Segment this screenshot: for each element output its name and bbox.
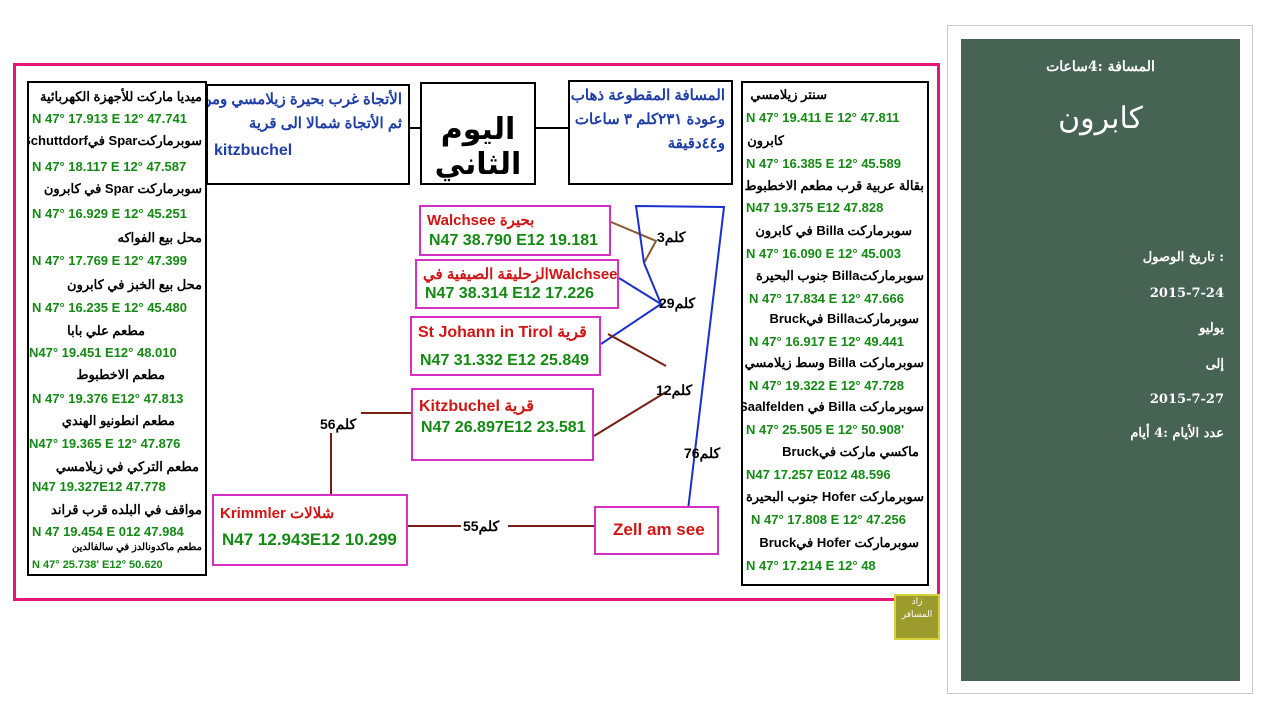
list-item-coord: N 47° 16.090 E 12° 45.003 — [746, 246, 901, 261]
list-item-coord: N 47° 17.808 E 12° 47.256 — [751, 512, 906, 527]
list-item-coord: N 47° 19.411 E 12° 47.811 — [746, 110, 900, 125]
trip-distance-line-1: المسافة المقطوعة ذهاب — [570, 87, 725, 104]
list-item-coord: N 47° 17.834 E 12° 47.666 — [749, 291, 904, 306]
site-logo: زاد المسافر — [894, 594, 940, 640]
list-item-name: سوبرماركت Hofer فيBruck — [759, 535, 919, 550]
route-destination: kitzbuchel — [214, 142, 293, 159]
place-name: Kitzbuchel قرية — [419, 398, 534, 415]
place-kitzbuchel: Kitzbuchel قرية N47 26.897E12 23.581 — [411, 388, 594, 461]
route-lines — [330, 127, 726, 527]
list-item-name: سوبرماركتSpar فيSchuttdorf — [27, 133, 202, 148]
place-coord: N47 38.790 E12 19.181 — [429, 232, 599, 249]
list-item-name: محل بيع الفواكه — [117, 230, 202, 245]
distance-label: 56كلم — [320, 416, 357, 432]
departure-date: 2015-7-27 — [1149, 392, 1224, 407]
trip-distance-line-3: و٤٤دقيقة — [667, 135, 725, 152]
list-item-coord: N 47° 17.913 E 12° 47.741 — [32, 111, 187, 126]
list-item-coord: N 47° 16.385 E 12° 45.589 — [746, 156, 901, 171]
list-item-name: سنتر زيلامسي — [750, 87, 827, 102]
list-item-name: سوبرماركت Hofer جنوب البحيرة — [745, 489, 924, 504]
list-item-coord: N 47° 17.214 E 12° 48 — [746, 558, 876, 573]
line-walchsee-3km — [610, 221, 658, 264]
place-coord: N47 31.332 E12 25.849 — [420, 352, 590, 369]
list-item-name: مطعم التركي في زيلامسي — [55, 459, 199, 474]
list-item-name: سوبرماركت Spar في كابرون — [43, 181, 202, 196]
days-count: عدد الأيام :4 أيام — [1130, 426, 1224, 441]
day-title: اليوم الثاني — [434, 112, 522, 182]
line-zell-76km — [634, 204, 726, 511]
place-name: الزحليقة الصيفية فيWalchsee — [423, 266, 618, 283]
list-item-name: سوبرماركت Billa في كابرون — [755, 223, 912, 238]
list-item-coord: N 47° 25.505 E 12° 50.908' — [746, 422, 905, 437]
itinerary-map: ميديا ماركت للأجهزة الكهربائية N 47° 17.… — [13, 63, 940, 640]
place-st-johann: St Johann in Tirol قرية N47 31.332 E12 2… — [410, 316, 601, 376]
list-item-coord: N47 17.257 E012 48.596 — [746, 467, 891, 482]
list-item-name: مواقف في البلده قرب قراند — [51, 502, 202, 517]
list-item-coord: N47 19.375 E12 47.828 — [746, 200, 884, 215]
logo-text: زاد المسافر — [901, 597, 933, 620]
place-name: Zell am see — [613, 520, 705, 539]
route-line-2: ثم الأتجاة شمالا الى قرية — [248, 115, 402, 132]
place-walchsee-lake: Walchsee بحيرة N47 38.790 E12 19.181 — [419, 205, 611, 256]
list-item-coord: N47° 19.365 E 12° 47.876 — [29, 436, 181, 451]
list-item-name: مطعم علي بابا — [67, 323, 145, 338]
slide-frame — [947, 25, 1253, 694]
line-kitzbuchel-12km — [593, 391, 667, 437]
trip-distance-box: المسافة المقطوعة ذهاب وعودة ٢٣١كلم ٣ ساع… — [568, 80, 733, 185]
list-item-coord: N 47° 19.376 E12° 47.813 — [32, 391, 184, 406]
place-name: St Johann in Tirol قرية — [418, 324, 587, 341]
distance-label: 76كلم — [684, 445, 721, 461]
list-item-name: كابرون — [747, 133, 784, 148]
list-item-name: مطعم الاخطبوط — [76, 367, 165, 382]
distance-label: 12كلم — [656, 382, 693, 398]
list-item-name: بقالة عربية قرب مطعم الاخطبوط — [744, 178, 924, 193]
place-coord: N47 38.314 E12 17.226 — [425, 285, 595, 302]
list-item-coord: N 47° 16.917 E 12° 49.441 — [749, 334, 904, 349]
to-label: إلى — [1205, 357, 1224, 372]
place-zell-am-see: Zell am see — [594, 506, 719, 555]
distance-label: 3كلم — [657, 229, 686, 245]
list-item-coord: N 47° 17.769 E 12° 47.399 — [32, 253, 187, 268]
list-item-name: سوبرماركتBilla فيBruck — [769, 311, 919, 326]
trip-duration: المسافة :4ساعات — [1046, 59, 1155, 75]
right-poi-list: سنتر زيلامسي N 47° 19.411 E 12° 47.811 ك… — [741, 81, 929, 586]
line-slide-29km — [618, 262, 664, 307]
line-stjohann-29km — [600, 303, 662, 345]
place-name: Krimmler شلالات — [220, 505, 335, 522]
place-coord: N47 26.897E12 23.581 — [421, 419, 586, 436]
list-item-name: سوبرماركت Billa في Saalfelden — [741, 399, 924, 414]
place-coord: N47 12.943E12 10.299 — [222, 530, 397, 549]
line-stjohann-12km — [607, 333, 667, 367]
left-poi-list: ميديا ماركت للأجهزة الكهربائية N 47° 17.… — [27, 81, 207, 576]
list-item-coord: N 47° 16.929 E 12° 45.251 — [32, 206, 187, 221]
list-item-name: سوبرماركتBilla جنوب البحيرة — [756, 268, 924, 283]
day-title-box: اليوم الثاني — [420, 82, 536, 185]
list-item-name: مطعم انطونيو الهندي — [61, 413, 175, 428]
list-item-coord: N 47° 25.738' E12° 50.620 — [32, 559, 163, 571]
place-name: Walchsee بحيرة — [427, 212, 535, 229]
list-item-name: سوبرماركت Billa وسط زيلامسي — [744, 355, 924, 370]
place-walchsee-slide: الزحليقة الصيفية فيWalchsee N47 38.314 E… — [415, 259, 619, 309]
list-item-coord: N 47° 16.235 E 12° 45.480 — [32, 300, 187, 315]
side-panel: المسافة :4ساعات كابرون تاريخ الوصول : 20… — [961, 39, 1240, 681]
list-item-name: محل بيع الخبز في كابرون — [67, 277, 202, 292]
distance-label: 29كلم — [659, 295, 696, 311]
list-item-name: مطعم ماكدونالدز في سالفالدين — [72, 542, 202, 553]
route-description: الأتجاة غرب بحيرة زيلامسي ومن ثم الأتجاة… — [206, 84, 410, 185]
route-line-1: الأتجاة غرب بحيرة زيلامسي ومن — [206, 91, 402, 108]
list-item-name: ميديا ماركت للأجهزة الكهربائية — [39, 89, 202, 104]
month-label: يوليو — [1199, 321, 1224, 336]
place-krimmler: Krimmler شلالات N47 12.943E12 10.299 — [212, 494, 408, 566]
list-item-name: ماكسي ماركت فيBruck — [782, 444, 919, 459]
city-title: كابرون — [1058, 101, 1143, 136]
trip-distance-line-2: وعودة ٢٣١كلم ٣ ساعات — [574, 111, 725, 128]
list-item-coord: N 47 19.454 E 012 47.984 — [32, 524, 184, 539]
list-item-coord: N 47° 19.322 E 12° 47.728 — [749, 378, 904, 393]
distance-label: 55كلم — [463, 518, 500, 534]
arrival-date: 2015-7-24 — [1149, 286, 1224, 301]
list-item-coord: N47 19.327E12 47.778 — [32, 479, 166, 494]
list-item-coord: N47° 19.451 E12° 48.010 — [29, 345, 177, 360]
list-item-coord: N 47° 18.117 E 12° 47.587 — [32, 159, 187, 174]
arrival-label: تاريخ الوصول : — [1142, 250, 1224, 265]
